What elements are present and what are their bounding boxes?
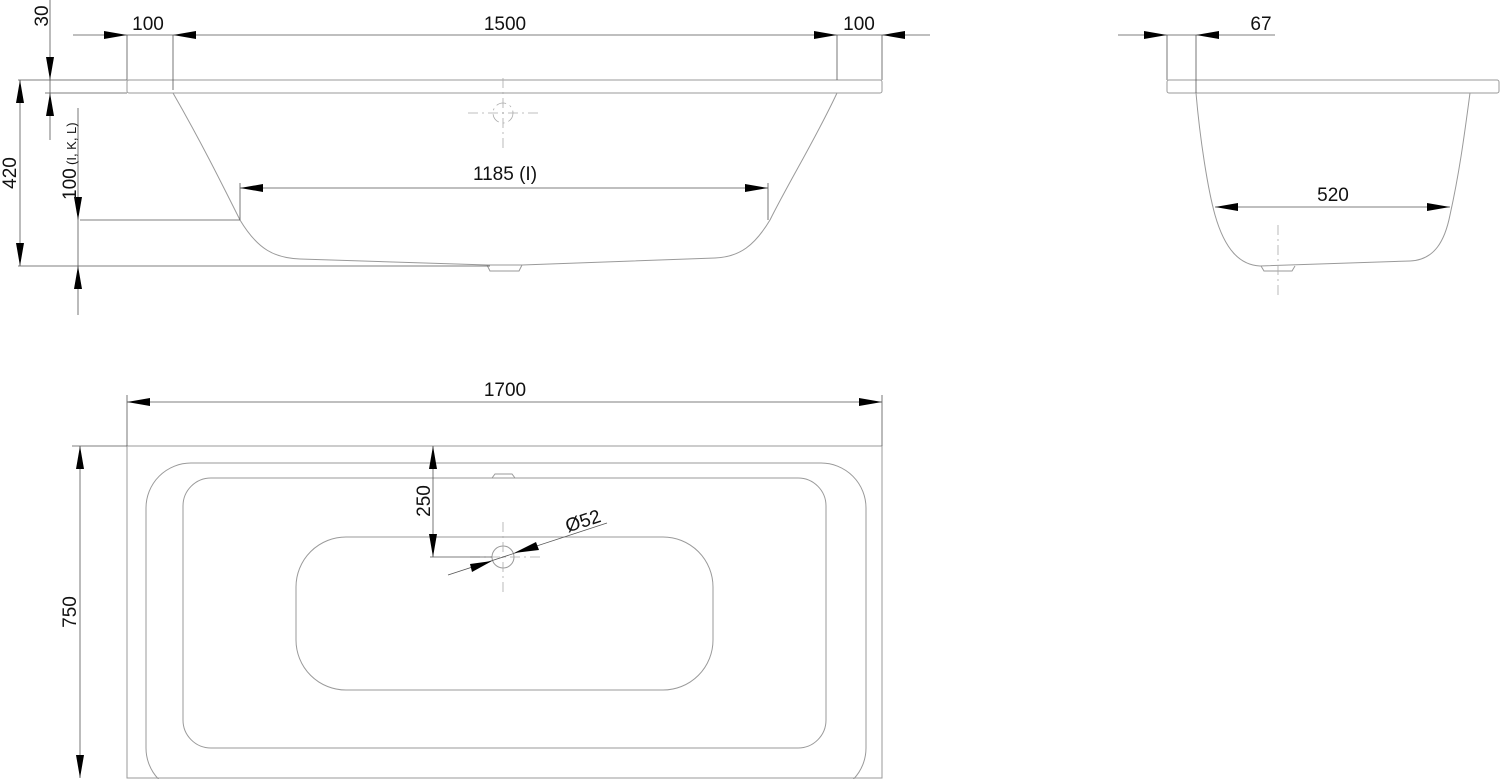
dim-width: 750 — [60, 596, 81, 628]
dim-drain-offset: 250 — [414, 485, 435, 517]
dim-bottom-length: 1185 (I) — [473, 164, 537, 185]
plan-outer-rim — [126, 445, 883, 779]
plan-overflow — [491, 473, 516, 479]
plan-bottom — [295, 536, 714, 691]
dim-rim-thickness: 30 — [32, 5, 53, 26]
dim-bottom-width: 520 — [1317, 185, 1349, 206]
dim-inner-length: 1500 — [484, 14, 526, 35]
dim-rim-offset: 67 — [1250, 14, 1271, 35]
dim-drain-diameter: Ø52 — [563, 506, 604, 537]
dim-rim-left: 100 — [132, 14, 164, 35]
front-bowl-outline — [172, 92, 838, 266]
front-rim — [126, 79, 883, 94]
side-rim — [1166, 79, 1500, 94]
dim-length: 1700 — [484, 380, 526, 401]
plan-view: 1700 750 250 Ø52 — [60, 380, 883, 779]
side-view: 67 520 — [1118, 14, 1500, 295]
front-drain — [486, 264, 523, 272]
dim-height: 420 — [0, 157, 21, 189]
dim-foot: 100 — [60, 168, 81, 200]
dim-rim-right: 100 — [843, 14, 875, 35]
plan-inner-rim — [145, 462, 867, 779]
front-view: 100 1500 100 30 420 100 (I, K, L) 1185 (… — [0, 0, 930, 315]
dim-foot-note: (I, K, L) — [64, 122, 79, 165]
plan-bowl — [182, 477, 827, 749]
side-bowl-outline — [1195, 92, 1471, 267]
